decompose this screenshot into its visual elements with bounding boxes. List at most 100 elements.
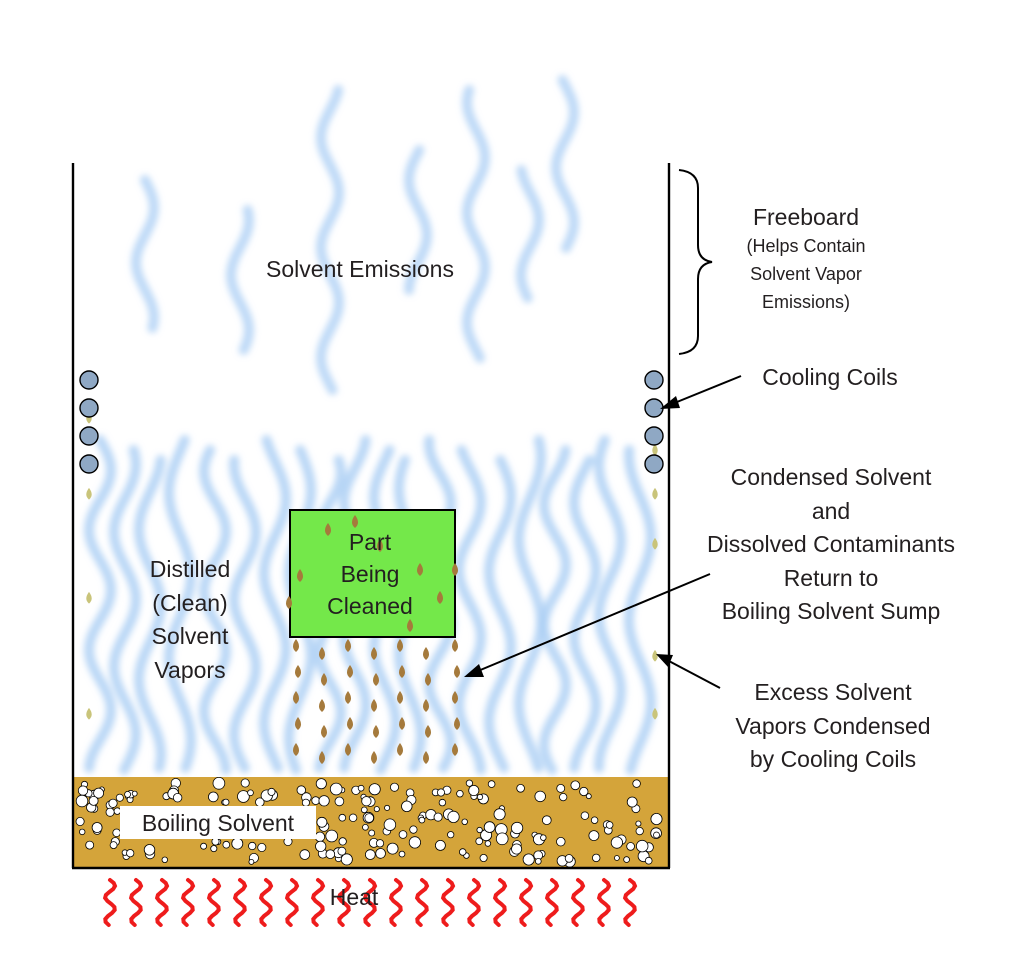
distilled-vapors-line-3: Solvent: [151, 623, 229, 649]
part-being-cleaned: [289, 509, 456, 638]
bubble: [418, 816, 426, 824]
bubble: [653, 831, 660, 839]
condensed-return-line-2: and: [811, 497, 851, 524]
heat-flame: [284, 878, 300, 927]
bubble: [635, 826, 644, 836]
bubble: [522, 853, 535, 866]
contaminant-drip: [293, 691, 299, 704]
bubble: [585, 793, 592, 800]
heat-flame: [492, 878, 508, 927]
heat-flame: [466, 878, 482, 927]
vapor-wisp: [163, 435, 197, 773]
freeboard-title: Freeboard: [752, 204, 860, 230]
contaminant-drip: [452, 563, 458, 576]
vapor-wisp: [198, 445, 232, 775]
contaminant-drip: [319, 699, 325, 712]
contaminant-drip: [417, 563, 423, 576]
bubble: [456, 790, 464, 798]
contaminant-drip: [293, 743, 299, 756]
degreaser-tank: [71, 163, 671, 870]
coil-left: [79, 426, 99, 446]
bubble: [626, 796, 638, 808]
bubble: [511, 843, 523, 855]
bubble: [143, 844, 156, 856]
bubble: [240, 778, 250, 788]
solvent-emission-wisps: [130, 75, 580, 395]
bubble: [373, 806, 380, 813]
bubble: [257, 843, 267, 853]
bubble: [200, 842, 208, 850]
contaminant-drip: [452, 743, 458, 756]
bubble: [88, 796, 99, 806]
bubble: [468, 785, 480, 797]
heat-flame: [232, 878, 248, 927]
bubble: [644, 856, 653, 865]
vapor-wisp: [453, 445, 487, 775]
bubble: [172, 793, 183, 803]
bubble: [487, 780, 496, 788]
bubble: [398, 850, 406, 858]
bubble: [337, 846, 347, 856]
condensed-return-line-4: Return to: [783, 564, 879, 591]
condensed-solvent-drops: [86, 411, 658, 720]
bubble: [105, 807, 115, 817]
bubble: [231, 837, 244, 850]
bubble: [438, 798, 447, 807]
bubble: [222, 840, 231, 849]
contaminant-drip: [454, 717, 460, 730]
vapor-wisp: [84, 435, 116, 773]
bubble: [126, 849, 135, 858]
bubble: [516, 783, 525, 793]
condensed-return-line-5: Boiling Solvent Sump: [721, 598, 941, 624]
bubble: [570, 780, 581, 791]
bubble: [556, 784, 566, 793]
contaminant-drip: [352, 515, 358, 528]
boiling-solvent-label-box: [120, 806, 316, 839]
bubble: [465, 779, 473, 787]
contaminant-drip: [371, 699, 377, 712]
bubble: [237, 790, 250, 803]
emission-wisp: [404, 145, 433, 295]
contaminant-drip: [345, 743, 351, 756]
bubble: [461, 818, 468, 825]
contaminant-drip: [437, 591, 443, 604]
heat-flame: [544, 878, 560, 927]
condensate-drop: [86, 487, 92, 500]
bubble: [384, 804, 391, 811]
part-line-3: Cleaned: [327, 593, 413, 619]
bubble: [314, 831, 326, 843]
heat-flame: [570, 878, 586, 927]
bubble: [433, 812, 443, 822]
contaminant-drip: [399, 717, 405, 730]
excess-vapors-line-3: by Cooling Coils: [749, 746, 917, 772]
vapor-wisp: [108, 445, 142, 775]
condensate-drop: [652, 443, 658, 456]
bubble: [459, 848, 467, 856]
contaminant-drip: [345, 691, 351, 704]
bubble: [208, 791, 219, 803]
bubble: [476, 793, 484, 801]
condensate-drop: [86, 707, 92, 720]
bubble: [316, 816, 328, 828]
bubble: [78, 828, 86, 836]
bubble: [340, 853, 353, 866]
heat-flame: [310, 878, 326, 927]
bubble: [592, 853, 601, 863]
contaminant-drip: [321, 725, 327, 738]
bubble: [357, 784, 365, 792]
bubble: [296, 785, 307, 795]
bubble: [626, 842, 635, 851]
vapor-wisp: [228, 455, 262, 773]
bubble: [483, 821, 496, 833]
cooling-coils-arrowhead: [660, 396, 680, 409]
contaminant-drip: [397, 691, 403, 704]
bubble: [364, 813, 375, 823]
coil-left: [79, 398, 99, 418]
condensed-return-arrowhead: [464, 664, 484, 677]
boiling-solvent-label: Boiling Solvent: [141, 810, 295, 836]
bubble: [362, 823, 369, 831]
bubble: [368, 829, 376, 837]
coil-right: [644, 454, 664, 474]
vapor-wisp: [593, 435, 627, 773]
condensate-drop: [652, 537, 658, 550]
